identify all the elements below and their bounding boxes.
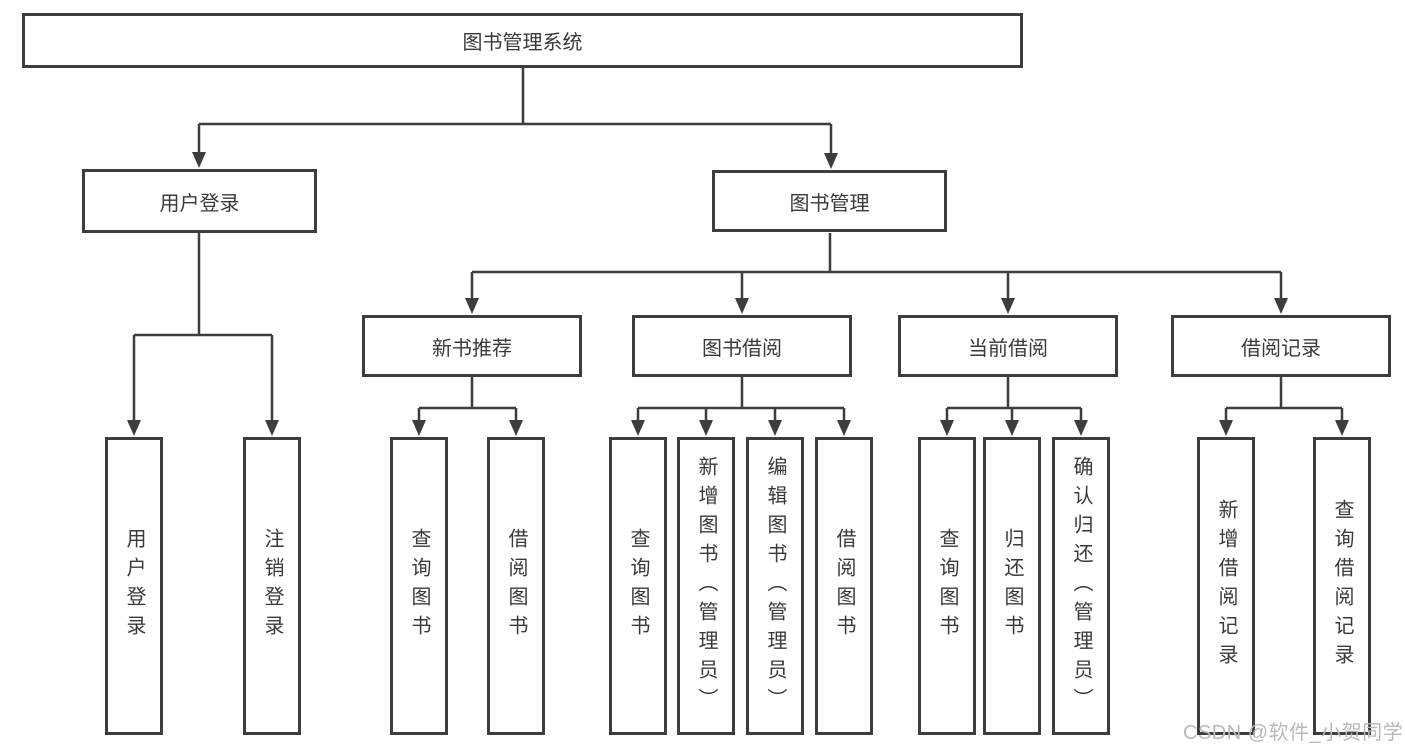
node-book-borrowing: 图书借阅 [632,315,852,377]
leaf-borrowing-query-books-label: 查询图书 [627,528,649,644]
node-current-borrowing-label: 当前借阅 [968,337,1048,360]
node-user-login-label: 用户登录 [159,192,240,215]
leaf-query-borrow-record: 查询借阅记录 [1313,437,1371,735]
node-current-borrowing: 当前借阅 [898,315,1118,377]
node-new-book-recommend: 新书推荐 [362,315,582,377]
leaf-logout: 注销登录 [243,437,301,735]
leaf-current-query-books-label: 查询图书 [936,528,958,644]
leaf-borrowing-query-books: 查询图书 [609,437,667,735]
leaf-add-books-admin: 新增图书（管理员） [677,437,735,735]
leaf-return-books: 归还图书 [983,437,1041,735]
node-book-borrowing-label: 图书借阅 [702,337,782,360]
node-borrowing-records: 借阅记录 [1171,315,1391,377]
leaf-add-borrow-record-label: 新增借阅记录 [1215,499,1237,673]
leaf-add-borrow-record: 新增借阅记录 [1197,437,1255,735]
leaf-logout-label: 注销登录 [261,528,283,644]
csdn-watermark: CSDN @软件_小贺同学 [1183,722,1404,744]
leaf-recommend-query-books-label: 查询图书 [408,528,430,644]
leaf-borrowing-borrow-books: 借阅图书 [815,437,873,735]
leaf-recommend-borrow-books-label: 借阅图书 [505,528,527,644]
leaf-add-books-admin-label: 新增图书（管理员） [695,455,717,717]
leaf-recommend-query-books: 查询图书 [390,437,448,735]
node-new-book-recommend-label: 新书推荐 [432,337,512,360]
node-library-system: 图书管理系统 [22,13,1023,68]
node-user-login: 用户登录 [82,169,317,233]
leaf-return-books-label: 归还图书 [1001,528,1023,644]
leaf-user-login-label: 用户登录 [123,528,145,644]
leaf-recommend-borrow-books: 借阅图书 [487,437,545,735]
leaf-user-login: 用户登录 [105,437,163,735]
leaf-edit-books-admin-label: 编辑图书（管理员） [764,455,786,717]
node-book-management: 图书管理 [712,170,947,232]
leaf-borrowing-borrow-books-label: 借阅图书 [833,528,855,644]
leaf-current-query-books: 查询图书 [918,437,976,735]
leaf-confirm-return-admin: 确认归还（管理员） [1052,437,1110,735]
node-book-management-label: 图书管理 [789,192,870,215]
node-borrowing-records-label: 借阅记录 [1241,337,1321,360]
leaf-edit-books-admin: 编辑图书（管理员） [746,437,804,735]
node-library-system-label: 图书管理系统 [462,32,583,54]
leaf-confirm-return-admin-label: 确认归还（管理员） [1070,455,1092,717]
leaf-query-borrow-record-label: 查询借阅记录 [1331,499,1353,673]
